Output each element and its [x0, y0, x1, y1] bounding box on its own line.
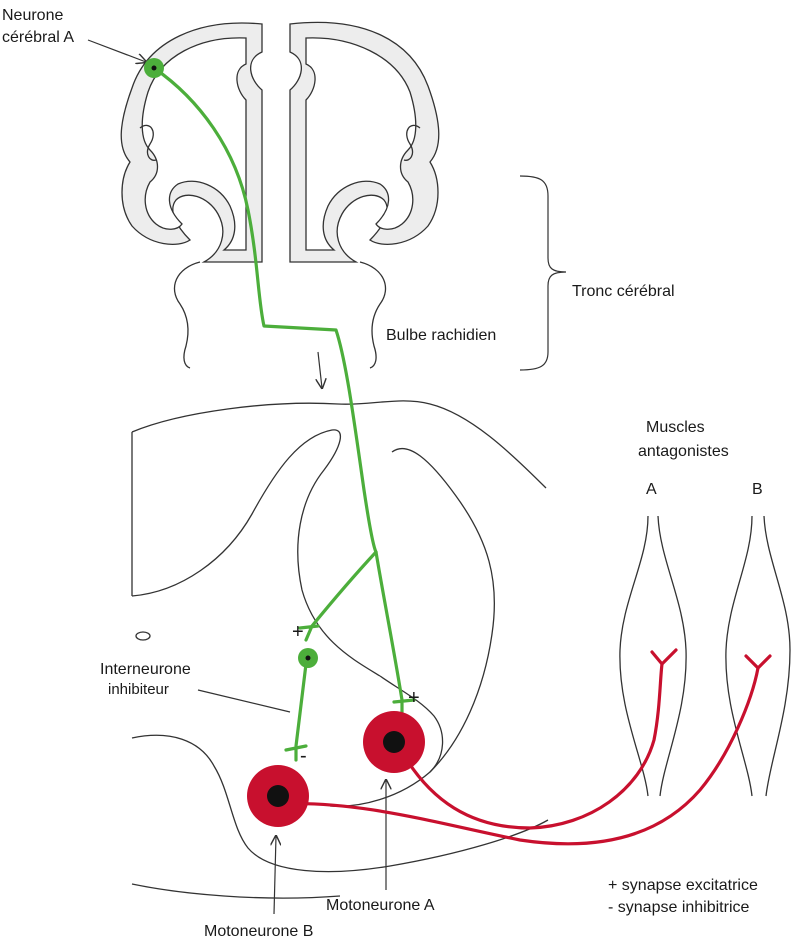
- motor-neurons: [247, 650, 770, 844]
- label-muscle-b: B: [752, 481, 763, 498]
- interneurone-axon: [296, 664, 306, 746]
- sign-plus-motoneurone-a: +: [408, 687, 420, 709]
- interneurone-pointer: [198, 690, 290, 712]
- label-muscle-a: A: [646, 481, 657, 498]
- motoneurone-a-nucleus: [383, 731, 405, 753]
- descending-arrow: [318, 352, 322, 388]
- brainstem-outline-right: [360, 262, 386, 368]
- sign-minus-motoneurone-b: -: [300, 745, 307, 767]
- cord-inner-ventral: [132, 884, 340, 898]
- tronc-cerebral-brace: [520, 176, 566, 370]
- label-tronc-cerebral: Tronc cérébral: [572, 283, 675, 300]
- ventral-horn-outline: [132, 735, 548, 871]
- motoneurone-b-end-plate: [746, 656, 770, 668]
- muscle-b-outline: [726, 516, 790, 796]
- neurone-cerebral-pointer: [88, 40, 146, 62]
- label-motoneurone-b: Motoneurone B: [204, 923, 313, 940]
- motoneurone-a-axon: [402, 664, 662, 828]
- label-bulbe-rachidien: Bulbe rachidien: [386, 327, 496, 344]
- central-canal: [136, 632, 150, 640]
- motoneurone-b-pointer: [274, 836, 276, 914]
- label-interneurone: Interneurone: [100, 661, 191, 678]
- motoneurone-a-end-plate: [652, 650, 676, 664]
- muscles: [620, 516, 790, 796]
- label-inhibiteur: inhibiteur: [108, 681, 169, 698]
- motoneurone-b-axon: [278, 668, 758, 844]
- motoneurone-b-nucleus: [267, 785, 289, 807]
- neurone-cerebral-nucleus: [152, 66, 157, 71]
- brain-section: [121, 22, 439, 368]
- label-neurone: Neurone: [2, 7, 63, 24]
- sign-plus-interneurone: +: [292, 621, 304, 643]
- brainstem-outline: [174, 262, 200, 368]
- muscle-a-outline: [620, 516, 686, 796]
- legend-inhibitrice: - synapse inhibitrice: [608, 899, 750, 916]
- label-antagonistes: antagonistes: [638, 443, 729, 460]
- label-cerebral-a: cérébral A: [2, 29, 74, 46]
- label-muscles: Muscles: [646, 419, 705, 436]
- label-motoneurone-a: Motoneurone A: [326, 897, 435, 914]
- axon-branch-interneurone: [312, 552, 376, 626]
- legend-excitatrice: + synapse excitatrice: [608, 877, 758, 894]
- dorsal-horn-left: [132, 430, 380, 676]
- interneurone-nucleus: [306, 656, 311, 661]
